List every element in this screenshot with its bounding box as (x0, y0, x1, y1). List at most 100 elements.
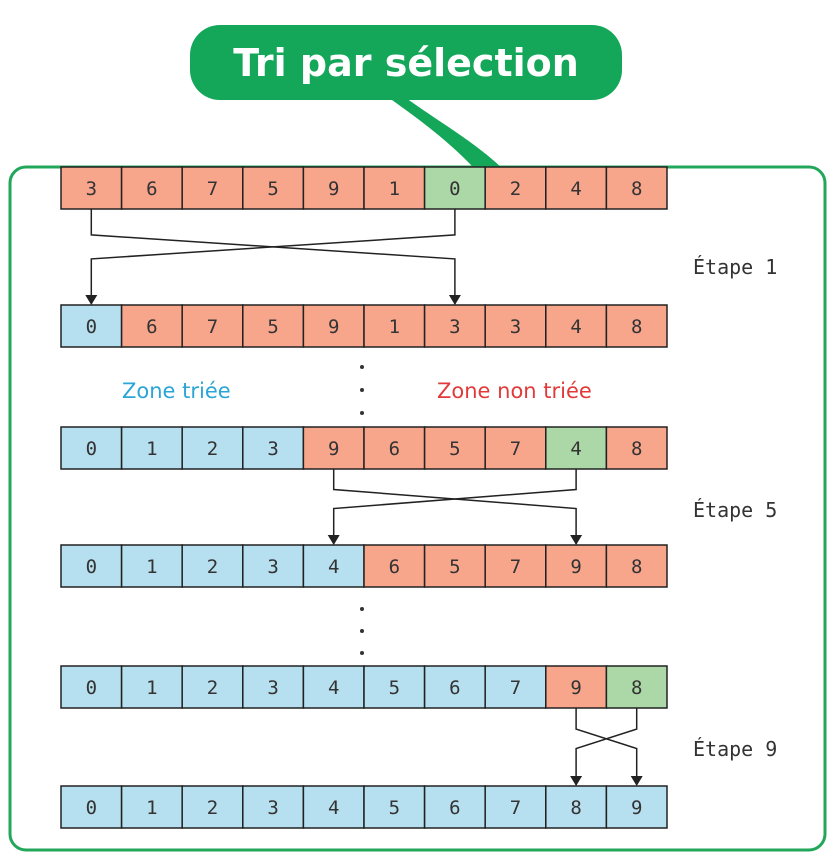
array-cell-value: 6 (389, 556, 400, 578)
array-cell-value: 9 (328, 316, 339, 338)
array-cell-value: 1 (146, 556, 157, 578)
array-cell-value: 7 (207, 316, 218, 338)
array-cell-value: 5 (449, 438, 460, 460)
array-cell (423, 426, 486, 470)
array-cell-value: 6 (389, 438, 400, 460)
array-cell-value: 1 (146, 438, 157, 460)
swap-arrow-2-b (327, 469, 577, 545)
step-label-1: Étape 1 (693, 255, 777, 279)
array-cell-value: 9 (328, 438, 339, 460)
array-cell (363, 426, 426, 470)
array-cell-value: 0 (86, 797, 97, 819)
array-cell-value: 9 (328, 178, 339, 200)
array-cell-value: 5 (389, 677, 400, 699)
array-cell (363, 304, 426, 348)
dots-separator-2 (360, 607, 364, 655)
array-cell-value: 5 (267, 316, 278, 338)
array-cell (120, 304, 183, 348)
swap-arrow-3-b (570, 708, 638, 786)
array-cell (120, 426, 183, 470)
array-cell-value: 1 (146, 797, 157, 819)
array-cell-value: 3 (510, 316, 521, 338)
array-cell (302, 544, 365, 588)
array-cell-value: 8 (631, 316, 642, 338)
array-cell-value: 4 (570, 316, 581, 338)
array-cell-value: 3 (267, 438, 278, 460)
array-cell (242, 785, 305, 829)
array-cell-value: 8 (631, 556, 642, 578)
array-cell (605, 785, 668, 829)
array-cell (545, 785, 608, 829)
array-cell-value: 3 (267, 797, 278, 819)
array-cell (302, 166, 365, 210)
array-cell (423, 665, 486, 709)
array-cell-value: 9 (631, 797, 642, 819)
array-cell (605, 665, 668, 709)
array-cell-value: 7 (510, 797, 521, 819)
array-cell (423, 785, 486, 829)
array-cell-value: 6 (449, 797, 460, 819)
array-cell (605, 304, 668, 348)
array-cell (484, 785, 547, 829)
array-cell (181, 544, 244, 588)
array-cell-value: 1 (146, 677, 157, 699)
array-cell-value: 2 (207, 797, 218, 819)
array-cell-value: 6 (146, 178, 157, 200)
array-cell (242, 166, 305, 210)
array-cell (484, 426, 547, 470)
swap-arrow-1-b (85, 209, 456, 305)
array-cell-value: 5 (449, 556, 460, 578)
array-cell (302, 426, 365, 470)
array-cell-value: 0 (86, 438, 97, 460)
array-cell-value: 8 (631, 677, 642, 699)
array-cell-value: 0 (86, 556, 97, 578)
array-cell-value: 1 (389, 178, 400, 200)
unsorted-zone-label: Zone non triée (437, 379, 592, 403)
array-cell-value: 5 (389, 797, 400, 819)
array-cell (242, 426, 305, 470)
array-cell (60, 304, 123, 348)
array-cell-value: 4 (328, 797, 339, 819)
array-cell (181, 166, 244, 210)
array-cell (484, 304, 547, 348)
page-title: Tri par sélection (233, 41, 579, 85)
array-cell-value: 2 (207, 556, 218, 578)
array-cell (242, 544, 305, 588)
array-cell (120, 785, 183, 829)
array-row-6: 0 1 2 3 4 5 6 7 8 9 (60, 785, 668, 829)
array-cell-value: 8 (570, 797, 581, 819)
array-cell (484, 665, 547, 709)
title-bubble-tail (392, 92, 502, 168)
array-cell (60, 785, 123, 829)
array-cell (545, 304, 608, 348)
array-cell-value: 3 (86, 178, 97, 200)
array-cell (181, 426, 244, 470)
array-cell-value: 4 (570, 438, 581, 460)
array-cell (363, 785, 426, 829)
array-cell-value: 7 (510, 438, 521, 460)
array-cell (60, 665, 123, 709)
array-cell-value: 2 (510, 178, 521, 200)
array-cell-value: 1 (389, 316, 400, 338)
title-banner (190, 25, 622, 100)
array-cell-value: 9 (570, 677, 581, 699)
step-label-9: Étape 9 (693, 737, 777, 761)
array-cell (242, 304, 305, 348)
array-cell-value: 3 (267, 677, 278, 699)
array-cell-value: 7 (207, 178, 218, 200)
array-cell (181, 785, 244, 829)
step-label-5: Étape 5 (693, 498, 777, 522)
array-cell-value: 4 (570, 178, 581, 200)
array-cell-value: 3 (267, 556, 278, 578)
array-cell-value: 8 (631, 178, 642, 200)
array-cell (423, 304, 486, 348)
array-cell (605, 166, 668, 210)
array-cell (423, 544, 486, 588)
array-cell (363, 166, 426, 210)
array-cell-value: 8 (631, 438, 642, 460)
array-cell-value: 0 (449, 178, 460, 200)
array-cell-value: 7 (510, 677, 521, 699)
